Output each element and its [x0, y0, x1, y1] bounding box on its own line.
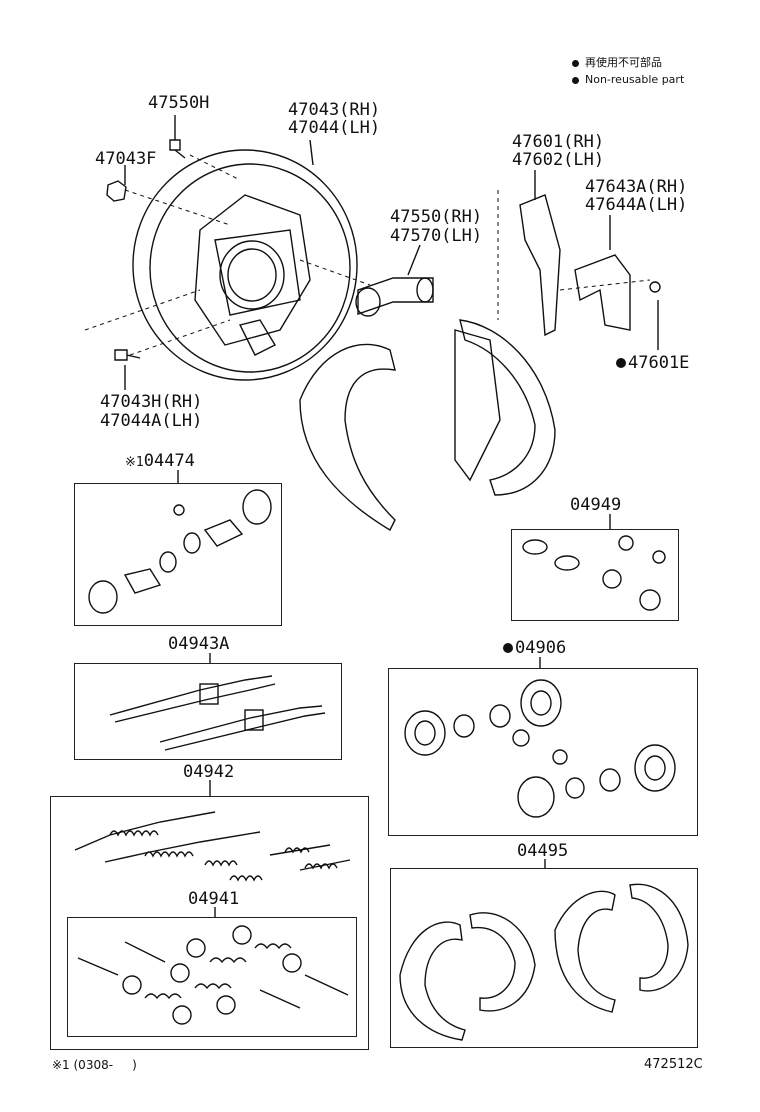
- kit-box-04474: [74, 483, 282, 626]
- illustration-code: 472512C: [644, 1057, 703, 1072]
- part-04942[interactable]: 04942: [183, 762, 235, 782]
- footnote-marker: ※1: [125, 455, 144, 470]
- part-04941[interactable]: 04941: [188, 889, 240, 909]
- non-reusable-dot-icon: [616, 358, 626, 368]
- part-04949[interactable]: 04949: [570, 495, 622, 515]
- bullet-icon: [572, 76, 579, 84]
- kit-box-04949: [511, 529, 679, 621]
- part-04474-text: 04474: [143, 451, 195, 471]
- non-reusable-dot-icon: [503, 643, 513, 653]
- legend-en-text: Non-reusable part: [585, 73, 685, 86]
- part-47601[interactable]: 47601(RH): [512, 132, 605, 152]
- kit-box-04906: [388, 668, 698, 836]
- part-47550H[interactable]: 47550H: [148, 93, 210, 113]
- part-47044A[interactable]: 47044A(LH): [100, 411, 203, 431]
- part-47643A[interactable]: 47643A(RH): [585, 177, 688, 197]
- part-47570[interactable]: 47570(LH): [390, 226, 483, 246]
- part-47601E[interactable]: 47601E: [616, 354, 689, 372]
- part-47602[interactable]: 47602(LH): [512, 150, 605, 170]
- part-04943A[interactable]: 04943A: [168, 634, 230, 654]
- kit-box-04942: [50, 796, 369, 1050]
- part-47601E-text: 47601E: [628, 353, 690, 373]
- part-47043F[interactable]: 47043F: [95, 149, 157, 169]
- legend-jp-text: 再使用不可部品: [585, 56, 662, 69]
- part-04474[interactable]: ※104474: [125, 452, 195, 472]
- footnote-date-range: ※1 (0308- ): [52, 1058, 137, 1072]
- part-47043H[interactable]: 47043H(RH): [100, 392, 203, 412]
- part-47644A[interactable]: 47644A(LH): [585, 195, 688, 215]
- legend-jp: 再使用不可部品: [572, 56, 662, 70]
- part-04906[interactable]: 04906: [503, 639, 566, 657]
- kit-box-04943A: [74, 663, 342, 760]
- part-04906-text: 04906: [515, 638, 567, 658]
- part-47550[interactable]: 47550(RH): [390, 207, 483, 227]
- part-47044[interactable]: 47044(LH): [288, 118, 381, 138]
- bullet-icon: [572, 59, 579, 67]
- legend-en: Non-reusable part: [572, 73, 684, 87]
- part-04495[interactable]: 04495: [517, 841, 569, 861]
- part-47043[interactable]: 47043(RH): [288, 100, 381, 120]
- kit-box-04941: [67, 917, 357, 1037]
- kit-box-04495: [390, 868, 698, 1048]
